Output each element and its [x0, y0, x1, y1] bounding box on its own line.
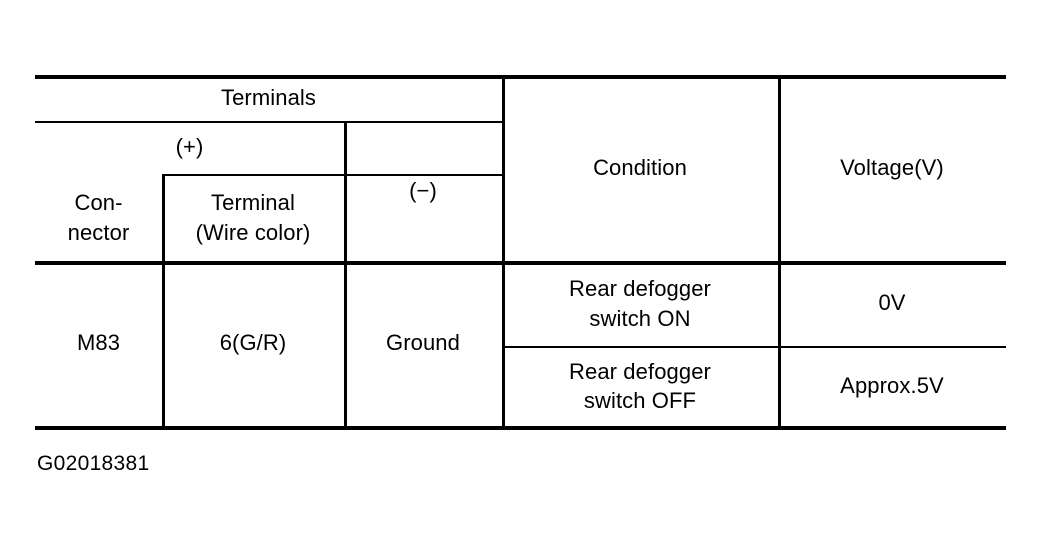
- terminal-value: 6(G/R): [219, 330, 287, 356]
- header-voltage-label: Voltage(V): [840, 154, 944, 180]
- table-bottom-rule: [35, 426, 1006, 430]
- header-condition: Condition: [502, 75, 778, 261]
- header-terminal-label-line2: (Wire color): [195, 219, 311, 245]
- positive-subheader-rule: [162, 174, 502, 176]
- header-terminals-label: Terminals: [220, 84, 317, 110]
- header-terminals: Terminals: [35, 75, 502, 121]
- header-connector-label-line1: Con-: [74, 190, 123, 216]
- header-body-rule: [35, 261, 1006, 265]
- voltage-2-value: Approx.5V: [840, 372, 944, 398]
- negative-value: Ground: [386, 330, 460, 356]
- header-positive: (+): [35, 121, 344, 174]
- condition-1-line1: Rear defogger: [569, 276, 711, 302]
- terminals-header-rule: [35, 121, 502, 123]
- cell-connector-value: M83: [35, 261, 162, 426]
- header-voltage: Voltage(V): [778, 75, 1006, 261]
- figure-caption: G02018381: [37, 452, 150, 475]
- cell-negative-value: Ground: [344, 261, 502, 426]
- header-connector-label-line2: nector: [67, 219, 130, 245]
- condition-1-line2: switch ON: [589, 305, 691, 331]
- header-terminal-wire-color: Terminal (Wire color): [162, 174, 344, 261]
- header-positive-label: (+): [175, 134, 204, 160]
- cell-condition-2: Rear defogger switch OFF: [502, 346, 778, 426]
- cell-condition-1: Rear defogger switch ON: [502, 261, 778, 346]
- measurement-split-rule: [502, 346, 1006, 348]
- terminal-voltage-table: Terminals (+) Con- nector Terminal (Wire…: [35, 75, 1006, 430]
- terminals-condition-divider: [502, 75, 505, 426]
- header-terminal-label-line1: Terminal: [211, 190, 295, 216]
- condition-voltage-divider: [778, 75, 781, 426]
- connector-terminal-divider: [162, 174, 165, 426]
- positive-negative-divider: [344, 121, 347, 426]
- header-condition-label: Condition: [593, 154, 687, 180]
- cell-voltage-2: Approx.5V: [778, 346, 1006, 426]
- condition-2-line1: Rear defogger: [569, 358, 711, 384]
- table-top-rule: [35, 75, 1006, 79]
- voltage-1-value: 0V: [878, 290, 906, 316]
- header-negative: (−): [344, 121, 502, 261]
- cell-terminal-value: 6(G/R): [162, 261, 344, 426]
- cell-voltage-1: 0V: [778, 261, 1006, 346]
- header-negative-label: (−): [409, 177, 437, 203]
- connector-value: M83: [76, 330, 121, 356]
- header-connector: Con- nector: [35, 174, 162, 261]
- condition-2-line2: switch OFF: [583, 388, 697, 413]
